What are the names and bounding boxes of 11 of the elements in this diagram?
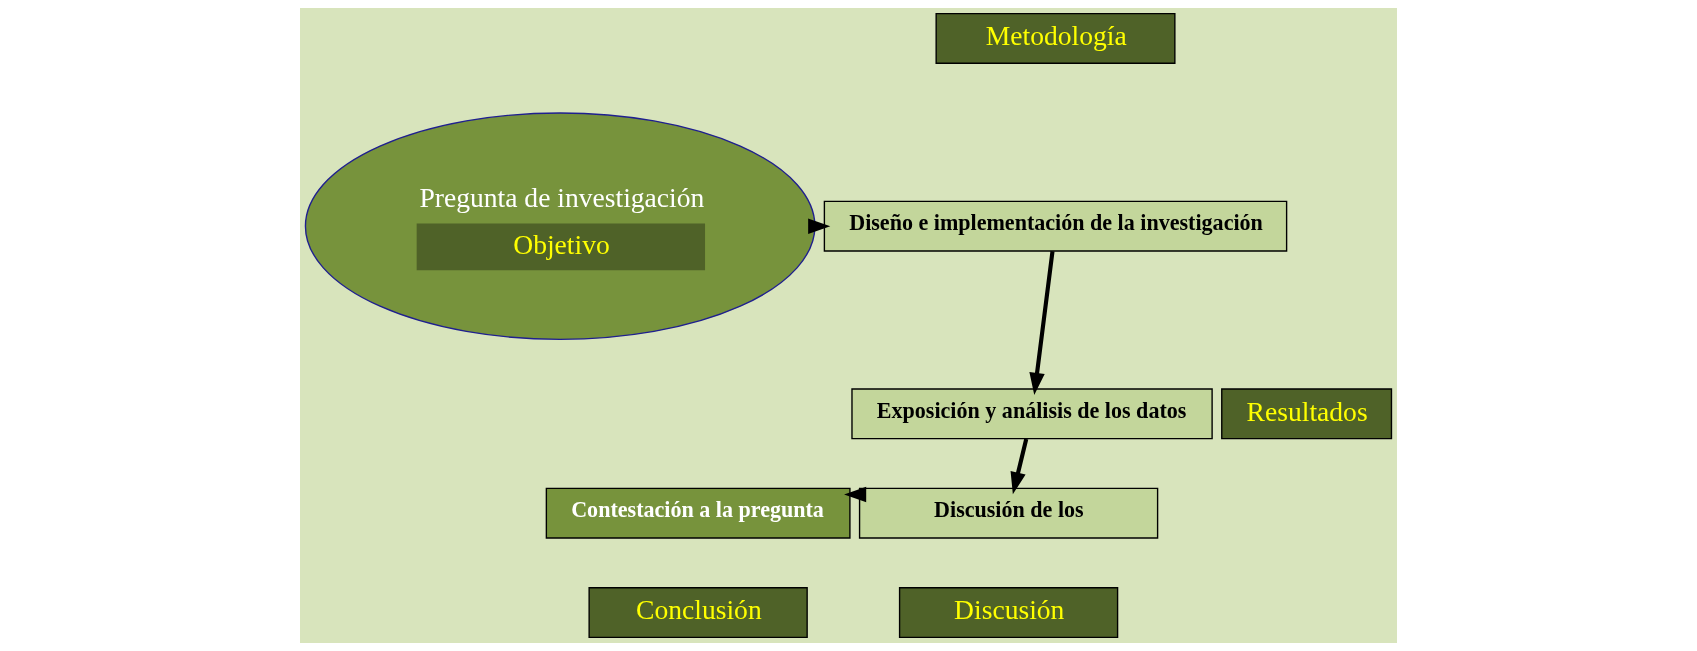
node-box: Discusión <box>898 587 1119 639</box>
node-box: Metodología <box>935 12 1176 64</box>
node-box: Resultados <box>1221 388 1393 440</box>
arrow <box>808 218 831 234</box>
arrow <box>844 486 867 503</box>
node-box: Diseño e implementación de la investigación <box>823 200 1288 252</box>
arrow <box>1029 251 1055 395</box>
node-box: Contestación a la pregunta <box>545 487 851 539</box>
node-box: Conclusión <box>588 587 808 639</box>
node-box: Exposición y análisis de los datos <box>851 388 1213 440</box>
arrow <box>1010 438 1029 495</box>
